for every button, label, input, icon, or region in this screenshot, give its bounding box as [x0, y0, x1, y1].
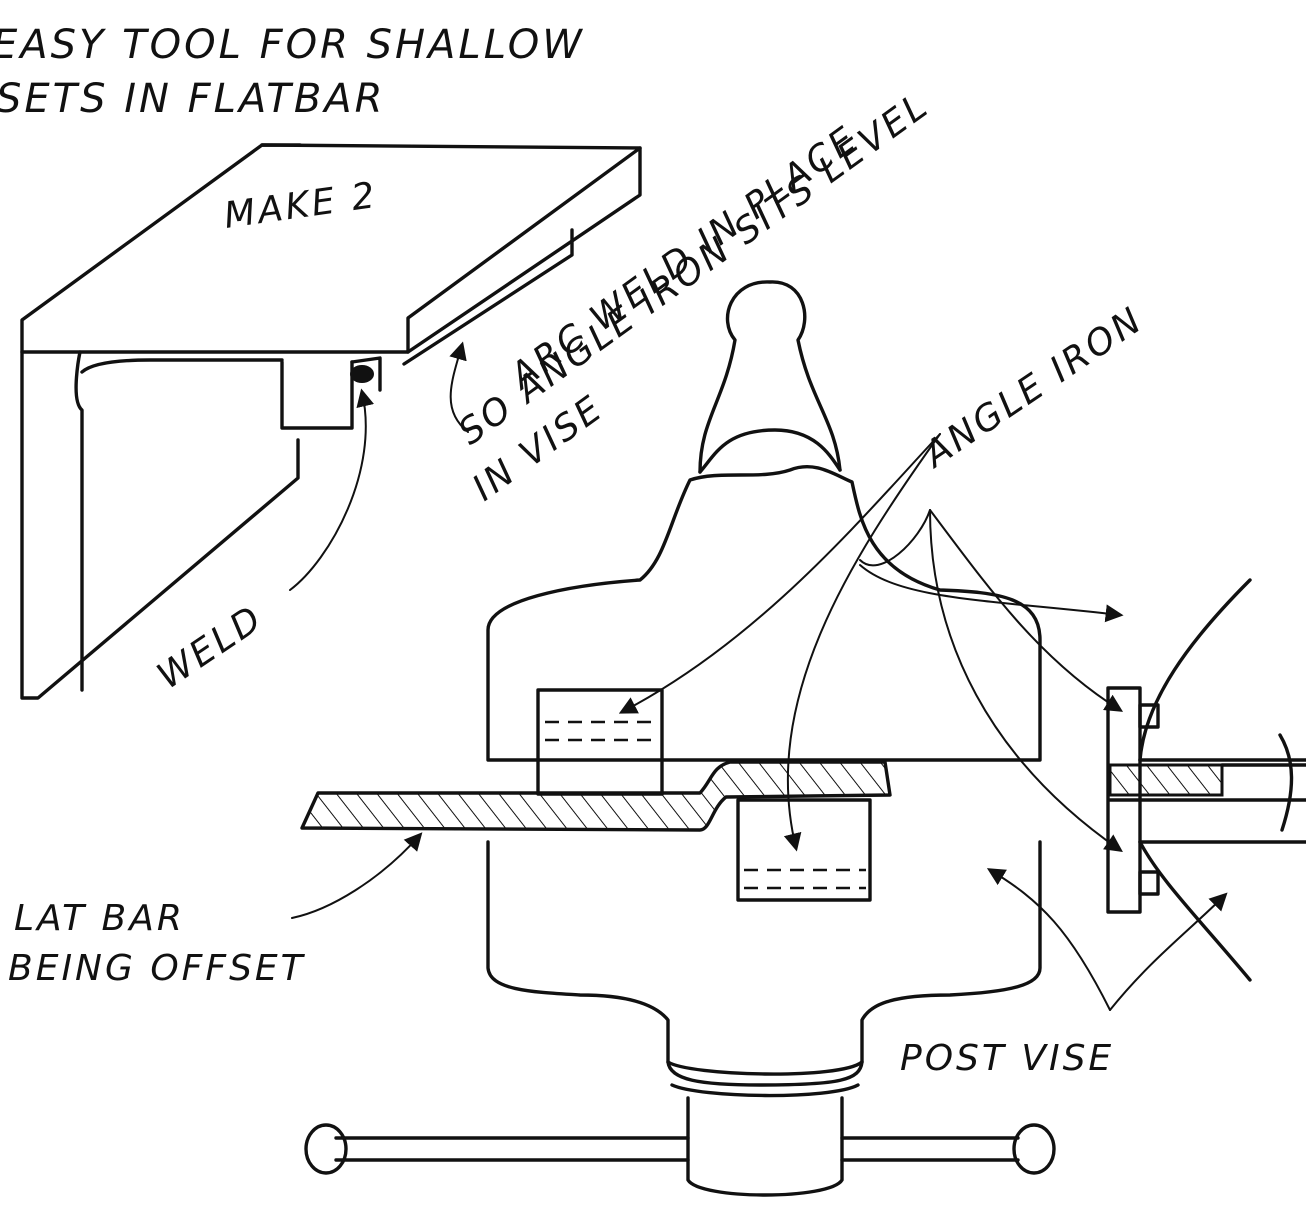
vise-head-leader — [859, 509, 931, 567]
post-vise-drawing — [304, 280, 1056, 1197]
angle-iron-upper — [536, 688, 664, 796]
side-view-leader-lower — [929, 509, 1123, 853]
angle-iron-leader-upper — [618, 433, 941, 714]
flat-bar-section — [1108, 763, 1224, 797]
post-vise-label: POST VISE — [900, 1038, 1114, 1079]
side-view-leader-upper — [929, 509, 1124, 712]
flat-bar-label-line-1: LAT BAR — [14, 898, 185, 939]
weld-bead — [350, 365, 374, 383]
flat-bar-leader-arrow — [291, 832, 423, 919]
arc-weld-leader-arrow — [449, 341, 469, 433]
angle-iron-label: ANGLE IRON — [915, 299, 1151, 476]
weld-label: WELD — [150, 597, 271, 697]
flat-bar-label-line-2: BEING OFFSET — [8, 948, 306, 989]
side-view-leader-top — [859, 564, 1124, 623]
title-line-1: EASY TOOL FOR SHALLOW — [0, 22, 585, 68]
title-line-2: SETS IN FLATBAR — [0, 76, 385, 122]
angle-iron-leader-lower — [783, 433, 941, 852]
arc-weld-note-line-2: SO ANGLE IRON SITS LEVEL — [451, 85, 937, 454]
post-vise-leader-right — [1109, 892, 1228, 1011]
angle-iron-lower — [736, 798, 872, 902]
handle-knob-right — [1012, 1123, 1056, 1175]
weld-leader-arrow — [289, 388, 374, 591]
offset-tool-drawing — [20, 143, 642, 700]
vise-side-view — [1106, 578, 1306, 982]
handle-knob-left — [304, 1123, 348, 1175]
make-count-label: MAKE 2 — [222, 175, 381, 237]
flat-bar — [300, 760, 892, 832]
post-vise-leader-left — [986, 868, 1111, 1011]
